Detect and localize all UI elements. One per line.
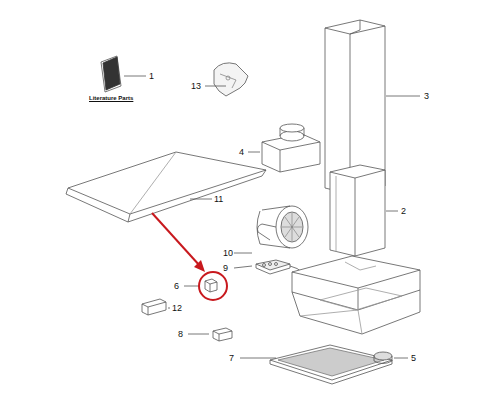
callout-number: 3 [424,91,429,102]
callout-number: 12 [172,303,182,314]
callout-number: 5 [411,353,416,364]
callout-number: 8 [178,329,183,340]
callout-number: 6 [174,281,179,292]
literature-label: Literature Parts [89,95,133,102]
callout-number: 7 [229,353,234,364]
callout-number: 1 [149,71,154,82]
callout-number: 13 [191,81,201,92]
callout-number: 2 [401,206,406,217]
callout-number: 10 [223,248,233,259]
callout-number: 11 [214,194,223,205]
callout-number: 4 [239,147,244,158]
callout-number: 9 [223,263,228,274]
